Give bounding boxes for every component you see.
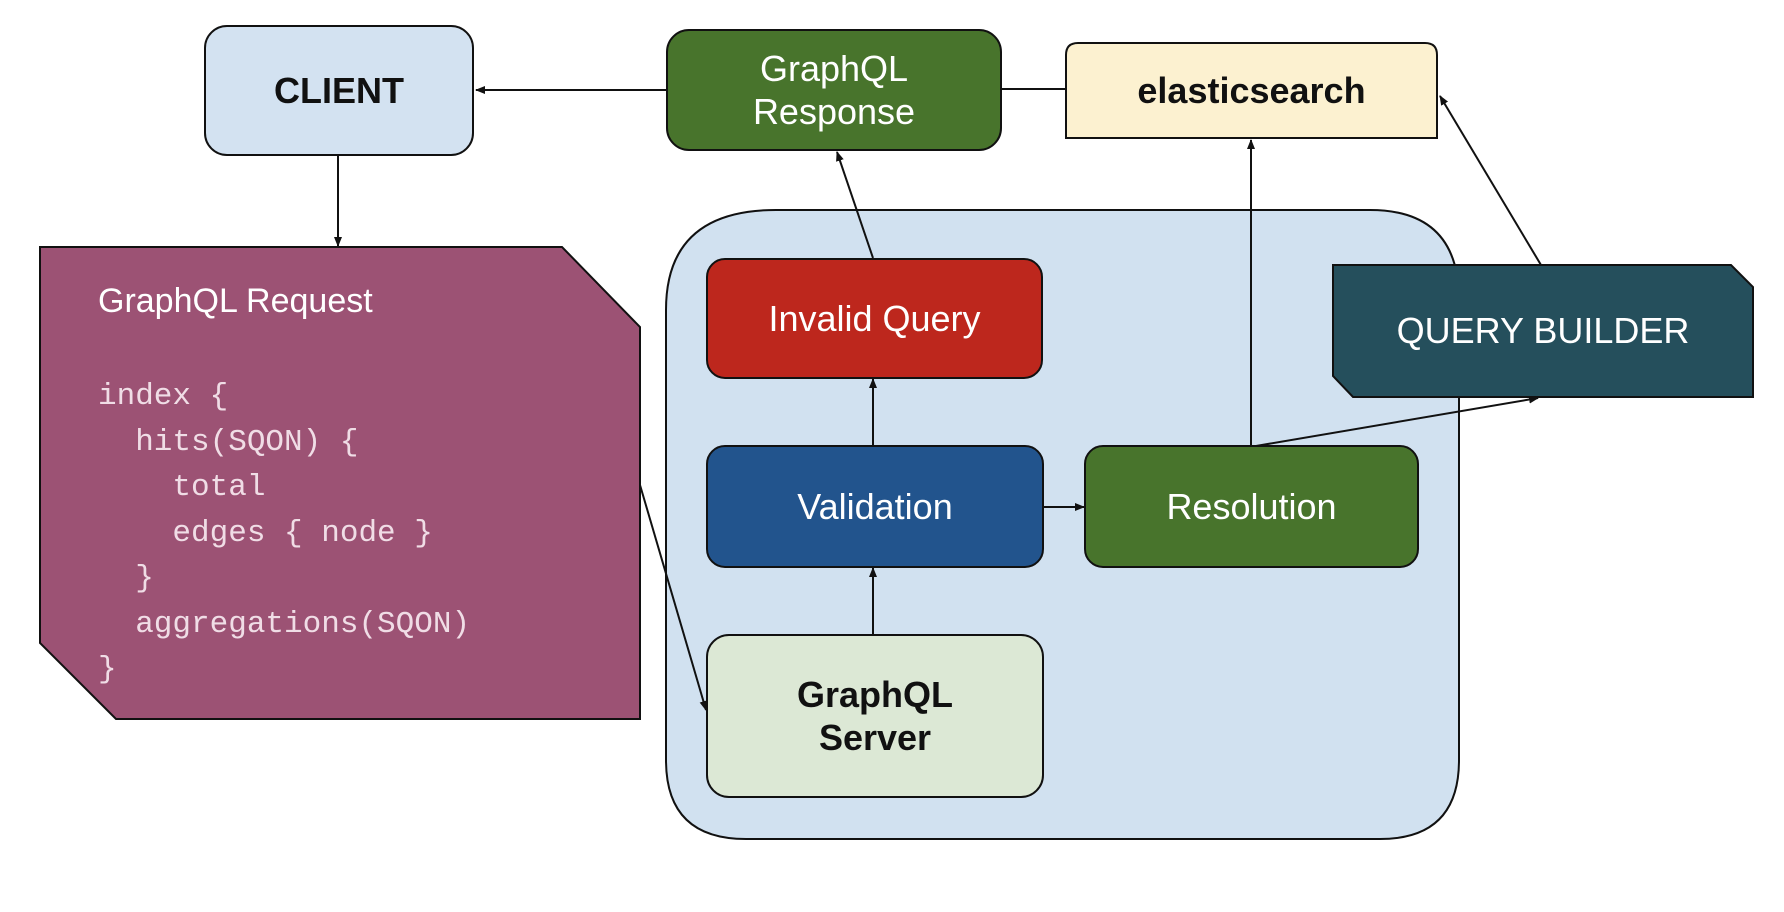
code-line: edges { node } (98, 515, 433, 551)
graphql-server-label: GraphQL Server (707, 635, 1043, 797)
graphql-server-label-line2: Server (818, 717, 932, 758)
edge-invalid-to-response (836, 151, 874, 259)
graphql-server-label-line1: GraphQL (796, 673, 953, 715)
code-line: index { (98, 379, 229, 414)
query-builder-node[interactable] (1332, 264, 1754, 398)
invalid-query-node[interactable] (706, 258, 1043, 379)
client-label: CLIENT (274, 69, 404, 111)
code-line: } (98, 561, 154, 596)
graphql-response-label-line1: GraphQL (759, 47, 909, 89)
resolution-label: Resolution (1166, 485, 1337, 527)
edge-resolution-to-querybuilder (1255, 395, 1539, 447)
graphql-response-label-line2: Response (752, 91, 916, 132)
elasticsearch-label: elasticsearch (1137, 69, 1366, 111)
validation-node[interactable] (706, 445, 1044, 568)
edge-request-to-server (639, 484, 708, 711)
graphql-server-node[interactable] (706, 634, 1044, 798)
graphql-response-node[interactable] (666, 29, 1002, 151)
graphql-request-title: GraphQL Request (98, 282, 373, 320)
code-line: total (98, 470, 266, 505)
query-builder-label: QUERY BUILDER (1396, 310, 1690, 352)
invalid-query-label: Invalid Query (768, 297, 981, 339)
code-line: aggregations(SQON) (98, 606, 471, 642)
graphql-response-label: GraphQL Response (667, 30, 1001, 150)
edge-querybuilder-to-elasticsearch (1439, 95, 1542, 266)
graphql-request-node[interactable] (39, 246, 641, 720)
resolution-node[interactable] (1084, 445, 1419, 568)
code-line: hits(SQON) { (98, 424, 359, 460)
graphql-request-code: index { hits(SQON) { total edges { node … (98, 374, 470, 693)
elasticsearch-node[interactable] (1065, 42, 1438, 139)
code-line: } (98, 652, 117, 687)
validation-label: Validation (797, 485, 953, 527)
client-node[interactable] (204, 25, 474, 156)
